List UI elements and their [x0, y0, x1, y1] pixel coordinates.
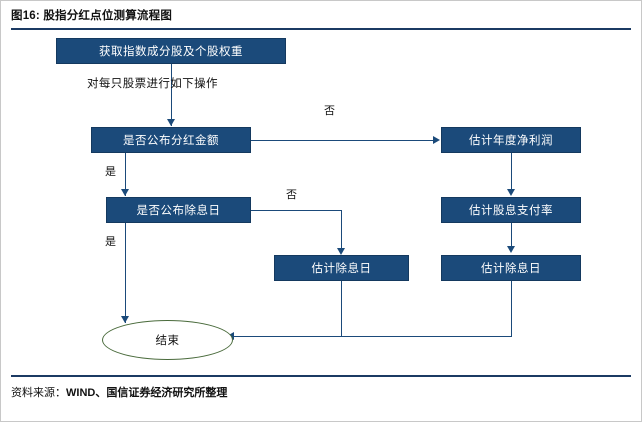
node-get-index-constituents: 获取指数成分股及个股权重 [56, 38, 286, 64]
edge-label-no-1: 否 [324, 105, 335, 117]
figure-title: 图16: 股指分红点位测算流程图 [11, 10, 173, 22]
edge-n4-to-n6-horizontal [251, 210, 341, 211]
node-estimate-ex-dividend-date-middle: 估计除息日 [274, 255, 409, 281]
source-value: WIND、国信证券经济研究所整理 [66, 387, 228, 399]
edge-n5-to-n7-vertical [511, 223, 512, 247]
source-line: 资料来源： WIND、国信证券经济研究所整理 [11, 383, 631, 401]
edge-n4-to-end-vertical [125, 223, 126, 323]
edge-n4-to-n6-vertical [341, 210, 342, 250]
edge-label-yes-2: 是 [105, 236, 116, 248]
edge-n4-to-n6-arrowhead [336, 248, 345, 255]
edge-n3-to-n5-vertical [511, 153, 512, 189]
edge-n6-to-end-horizontal [234, 336, 341, 337]
annotation-per-stock-operation: 对每只股票进行如下操作 [87, 78, 218, 90]
edge-n7-to-end-vertical [511, 281, 512, 337]
node-estimate-annual-net-profit: 估计年度净利润 [441, 127, 581, 153]
node-ex-dividend-date-published: 是否公布除息日 [106, 197, 251, 223]
source-label: 资料来源： [11, 387, 66, 399]
edge-n7-to-end-horizontal [341, 336, 511, 337]
node-dividend-amount-published: 是否公布分红金额 [91, 127, 251, 153]
edge-n2-to-n3-arrowhead [433, 135, 440, 144]
node-end: 结束 [102, 320, 233, 360]
title-divider [11, 28, 631, 30]
edge-n5-to-n7-arrowhead [506, 246, 515, 253]
edge-n2-to-n4-arrowhead [120, 189, 129, 196]
edge-n4-to-end-arrowhead [120, 316, 129, 323]
edge-n1-to-n2-vertical [171, 64, 172, 126]
node-estimate-ex-dividend-date-right: 估计除息日 [441, 255, 581, 281]
source-divider [11, 375, 631, 377]
edge-n6-to-end-vertical [341, 281, 342, 337]
edge-label-no-2: 否 [286, 189, 297, 201]
edge-n2-to-n4-vertical [125, 153, 126, 196]
edge-label-yes-1: 是 [105, 166, 116, 178]
edge-n3-to-n5-arrowhead [506, 189, 515, 196]
edge-n1-to-n2-arrowhead [166, 119, 175, 126]
flowchart-canvas: 获取指数成分股及个股权重 对每只股票进行如下操作 是否公布分红金额 估计年度净利… [1, 30, 641, 374]
edge-n2-to-n3-horizontal [251, 140, 433, 141]
node-estimate-dividend-payout-ratio: 估计股息支付率 [441, 197, 581, 223]
